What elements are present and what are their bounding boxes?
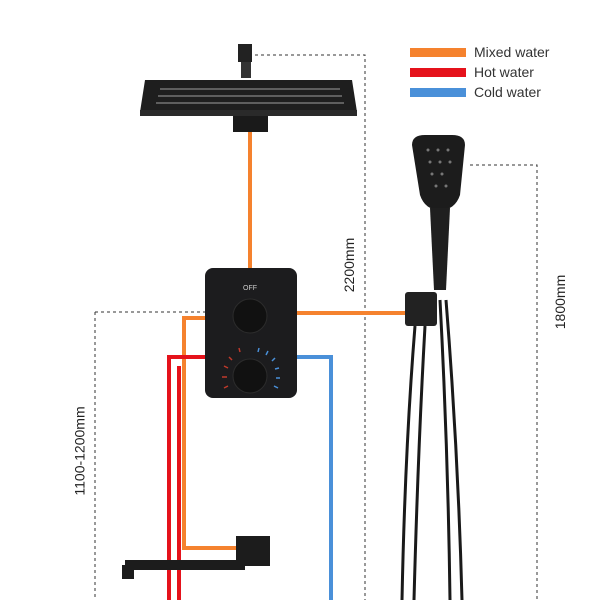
handheld-height-label: 1800mm	[552, 274, 569, 330]
legend-label: Hot water	[474, 64, 534, 80]
legend-item-mixed: Mixed water	[410, 42, 549, 62]
legend-label: Mixed water	[474, 44, 550, 60]
mixed-water-pipe-spout	[182, 316, 236, 550]
cold-water-pipe	[297, 355, 333, 600]
tub-spout	[122, 536, 270, 579]
legend-item-hot: Hot water	[410, 62, 549, 82]
overhead-height-label: 2200mm	[341, 237, 358, 293]
valve-height-label: 1100-1200mm	[71, 406, 88, 496]
legend-label: Cold water	[474, 84, 541, 100]
dimension-lines	[94, 54, 538, 600]
valve-off-label: OFF	[243, 285, 257, 292]
legend: Mixed water Hot water Cold water	[410, 42, 549, 102]
hot-water-pipe	[167, 355, 205, 600]
thermostatic-valve	[205, 268, 297, 398]
mixed-water-swatch	[410, 47, 466, 57]
cold-water-swatch	[410, 87, 466, 97]
handheld-shower	[400, 135, 465, 600]
legend-item-cold: Cold water	[410, 82, 549, 102]
overhead-shower	[140, 44, 357, 132]
pipes	[167, 130, 410, 600]
hot-water-swatch	[410, 67, 466, 77]
